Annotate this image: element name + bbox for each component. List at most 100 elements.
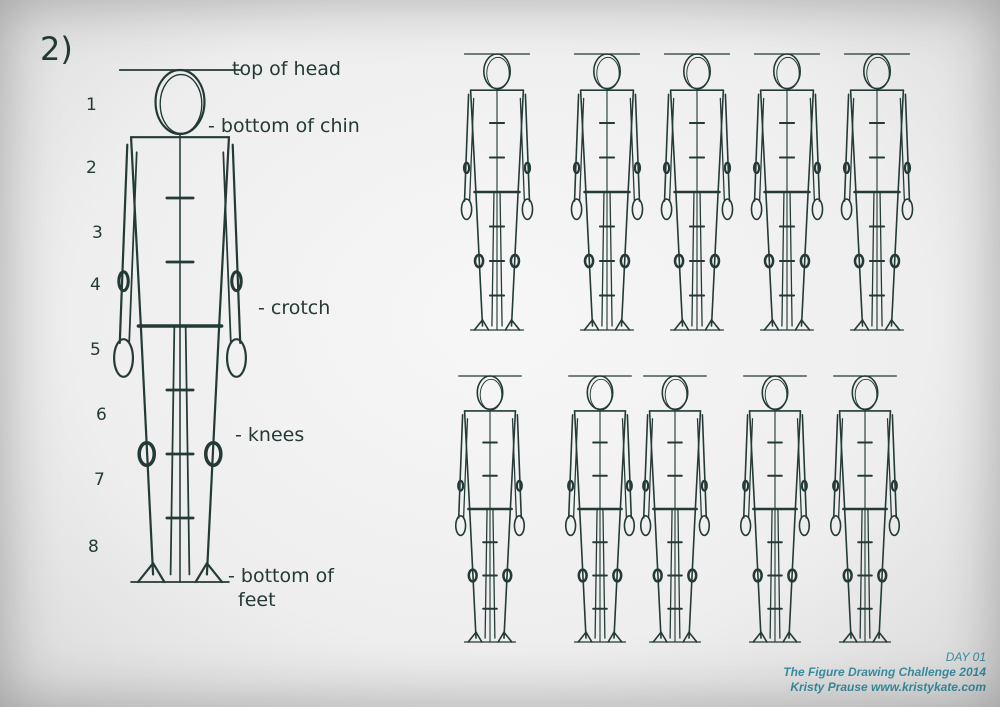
figure-row2-4-head-sketch [765,379,787,410]
figure-row1-1-head-sketch [487,57,509,89]
figure-row1-3-arm-left-outer [665,94,669,201]
annotation-top-of-head: top of head [232,58,341,80]
figure-row2-1-foot-right-b [504,632,512,642]
figure-row1-3-foot-right-b [712,320,720,330]
head-count-label-7: 7 [94,470,105,490]
annotation-bottom-of-chin: - bottom of chin [208,115,360,137]
figure-row1-2-leg-right-inner [610,192,612,326]
figure-row1-3-head-sketch [687,57,709,89]
figure-main-foot-left-a [138,563,153,582]
figure-row2-2-leg-left-outer [580,509,586,638]
figure-row2-5-foot-left-b [851,632,857,642]
figure-row2-2-leg-right-outer [614,509,620,638]
figure-row2-4-leg-left-inner [770,509,772,638]
figure-row2-1-arm-left-outer [459,415,463,518]
figure-row2-5-leg-left-inner [860,509,862,638]
figure-row1-2-hand-left [571,199,581,219]
head-count-label-2: 2 [86,158,97,178]
head-count-label-3: 3 [92,223,103,243]
figure-row1-4-arm-right-outer [815,94,819,201]
figure-row1-5-arm-right-outer [905,94,909,201]
figure-row2-2-foot-right-a [608,632,614,642]
figure-row1-3-foot-left-a [674,320,682,330]
figure-row1-4-leg-left-inner [782,192,784,326]
figure-row2-3-leg-left-outer [655,509,661,638]
annotation-crotch: - crotch [258,297,330,319]
figure-row1-5-foot-right-a [885,320,891,330]
figure-row1-3-leg-left-inner [692,192,694,326]
figure-row2-5-head-sketch [855,379,877,410]
figure-row1-5-leg-left-inner [872,192,874,326]
figure-main-leg-right-outer [207,326,219,574]
figure-row2-5-arm-right-outer [892,415,896,518]
head-count-label-8: 8 [88,537,99,557]
annotation-feet: feet [238,589,276,611]
figure-row1-3-foot-left-b [682,320,688,330]
figure-main-hand-left [114,339,133,377]
figure-row1-5-foot-right-b [892,320,900,330]
figure-row2-5-leg-left-outer [845,509,851,638]
head-count-label-5: 5 [90,340,101,360]
figure-row2-3-foot-right-a [683,632,689,642]
figure-row2-5-leg-right-inner [868,509,870,638]
figure-row2-3-arm-left-outer [644,415,648,518]
figure-row1-2-head-sketch [597,57,619,89]
figure-main-head [156,70,205,134]
figure-row2-4-foot-left-b [761,632,767,642]
figure-row2-5-foot-left-a [843,632,851,642]
figure-row1-4-foot-right-b [802,320,810,330]
figure-main-arm-left-outer [120,145,128,343]
figure-row1-5-hand-left [841,199,851,219]
figure-row2-2-foot-right-b [614,632,622,642]
figure-row2-4-arm-left-outer [744,415,748,518]
figure-row1-5-foot-left-b [862,320,868,330]
figure-row2-1-leg-right-inner [493,509,495,638]
figure-row1-4-leg-right-outer [802,192,809,326]
figure-row1-3-foot-right-a [705,320,711,330]
figure-row2-4-foot-right-a [783,632,789,642]
figure-row2-2-arm-left-outer [569,415,573,518]
figure-row1-5-foot-left-a [854,320,862,330]
figure-row1-5-leg-left-outer [856,192,863,326]
figure-row1-1-leg-left-inner [492,192,494,326]
figure-row1-1-leg-right-inner [500,192,502,326]
figure-row1-1-foot-left-a [474,320,482,330]
figure-row1-1-leg-right-outer [512,192,519,326]
figure-row2-1-leg-right-outer [504,509,510,638]
figure-row1-2-hand-right [632,199,642,219]
figure-row2-4-leg-left-outer [755,509,761,638]
figure-row2-5-foot-right-a [873,632,879,642]
annotation-knees: - knees [235,424,304,446]
annotation-bottom-of-feet: - bottom of [228,565,334,587]
figure-row2-1-leg-left-inner [485,509,487,638]
figure-row1-5-head-sketch [867,57,889,89]
figure-main-elbow-right [232,272,241,291]
page-number: 2) [40,30,73,68]
caption-title: The Figure Drawing Challenge 2014 [783,665,986,680]
figure-row2-3-foot-left-a [653,632,661,642]
figure-row2-1-leg-left-outer [470,509,476,638]
figure-row2-2-hand-right [624,516,634,536]
figure-row1-3-leg-left-outer [676,192,683,326]
figure-row2-2-arm-right-outer [627,415,631,518]
figure-main-arm-right-outer [233,145,241,343]
figure-row1-4-foot-left-b [772,320,778,330]
figure-row1-1-arm-right-outer [525,94,529,201]
head-count-label-4: 4 [90,275,101,295]
figure-row1-4-head-sketch [777,57,799,89]
figure-row2-3-leg-left-inner [670,509,672,638]
figure-row2-4-hand-right [799,516,809,536]
figure-row1-5-leg-right-inner [880,192,882,326]
figure-row1-2-arm-left-outer [575,94,579,201]
figure-row1-1-hand-right [522,199,532,219]
figure-row1-2-foot-left-b [592,320,598,330]
figure-row1-2-leg-right-outer [622,192,629,326]
figure-main-foot-right-a [196,563,207,582]
figure-row1-3-leg-right-inner [700,192,702,326]
figure-row2-2-leg-left-inner [595,509,597,638]
figure-row1-2-leg-left-outer [586,192,593,326]
figure-row1-3-hand-right [722,199,732,219]
figure-row1-3-hand-left [661,199,671,219]
